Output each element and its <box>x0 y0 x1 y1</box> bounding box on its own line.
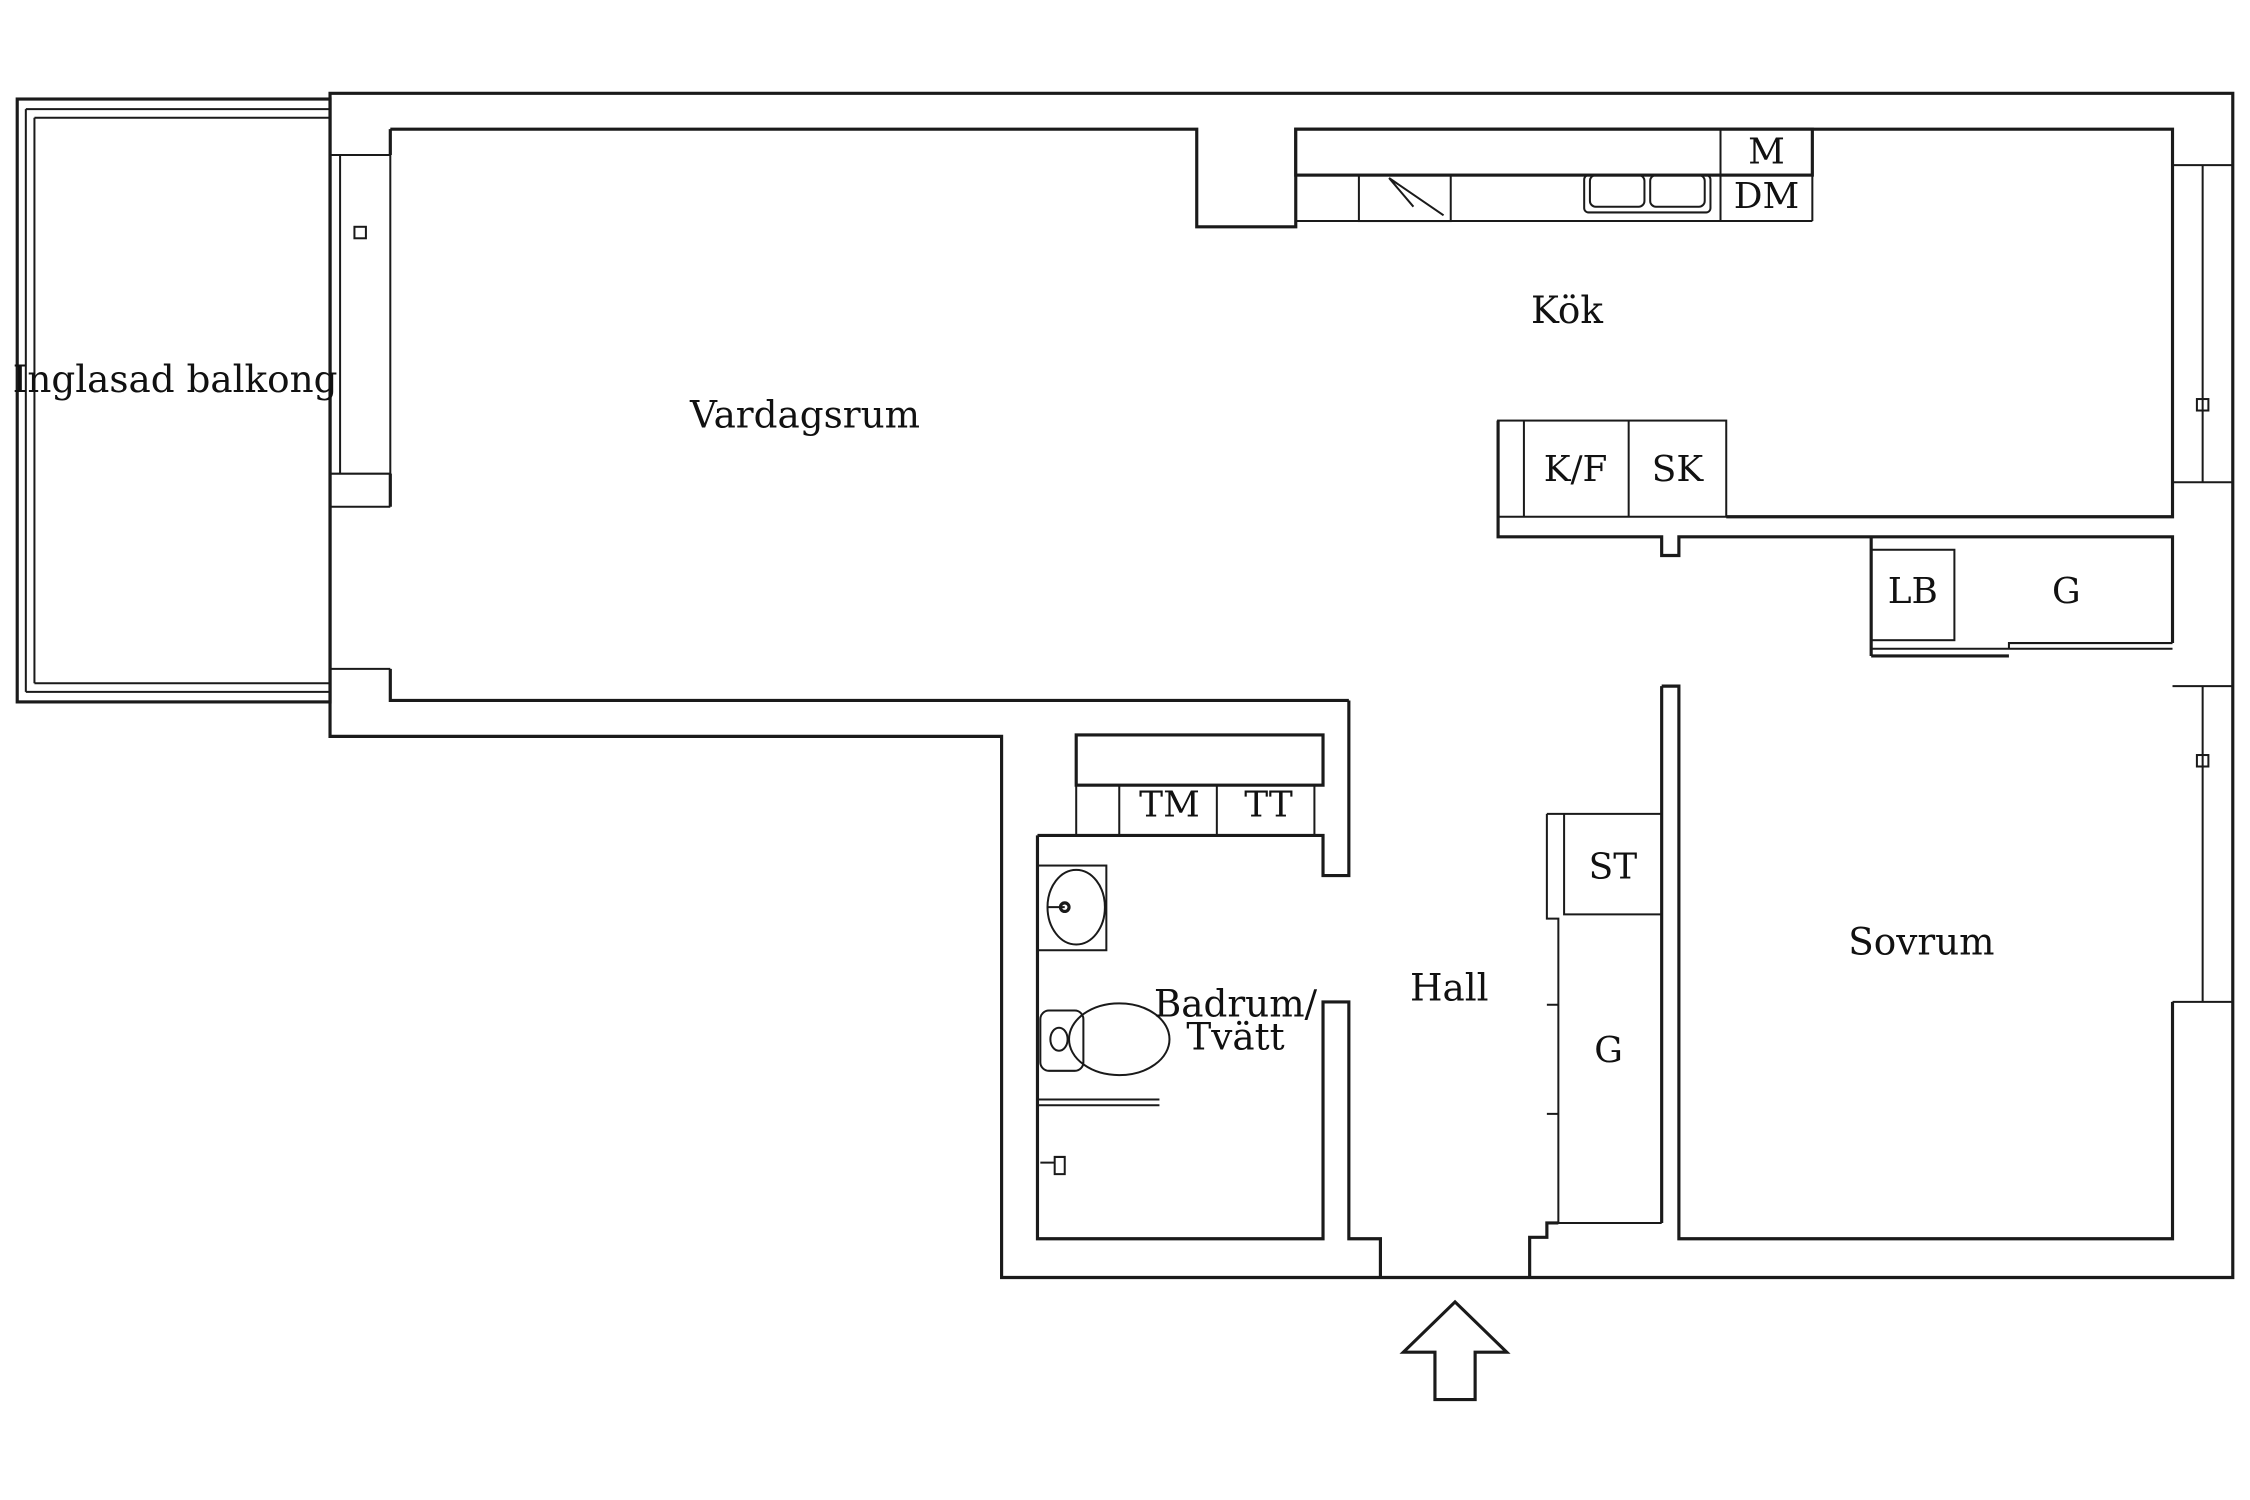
bedroom-window <box>2172 685 2233 1003</box>
fixture-label-dryer: TT <box>1244 785 1293 826</box>
outer-wall <box>328 91 2235 1280</box>
fridge-block <box>1497 419 1728 518</box>
fixture-label-wardrobe-bedroom: G <box>2052 571 2081 612</box>
hall-closets <box>1528 812 1662 1278</box>
room-label-bathroom-line2: Tvätt <box>1186 1014 1284 1058</box>
fixture-label-lb: LB <box>1888 571 1938 612</box>
room-label-bathroom-line1: Badrum/ <box>1154 981 1318 1025</box>
fixture-label-wardrobe-hall: G <box>1594 1030 1623 1071</box>
room-label-kitchen: Kök <box>1531 288 1603 332</box>
balcony-door <box>330 154 392 670</box>
kitchen-counter <box>1294 127 1814 223</box>
fixture-label-dishwasher: DM <box>1734 176 1799 217</box>
bedroom-storage <box>1870 548 2173 650</box>
room-label-bedroom: Sovrum <box>1848 920 1994 964</box>
fixture-label-microwave: M <box>1748 132 1785 173</box>
room-label-hall: Hall <box>1410 965 1489 1009</box>
fixture-label-fridge: K/F <box>1544 449 1608 490</box>
room-label-living: Vardagsrum <box>689 393 920 437</box>
kitchen-window <box>2172 164 2233 484</box>
bedroom-wall <box>1660 684 2175 1241</box>
fixture-label-sk: SK <box>1652 449 1705 490</box>
fixture-label-st: ST <box>1589 846 1638 887</box>
bathroom <box>1035 733 1382 1278</box>
entrance-arrow-icon <box>1399 1299 1511 1402</box>
fixture-label-washer: TM <box>1139 785 1200 826</box>
room-label-balcony: Inglasad balkong <box>13 357 338 401</box>
